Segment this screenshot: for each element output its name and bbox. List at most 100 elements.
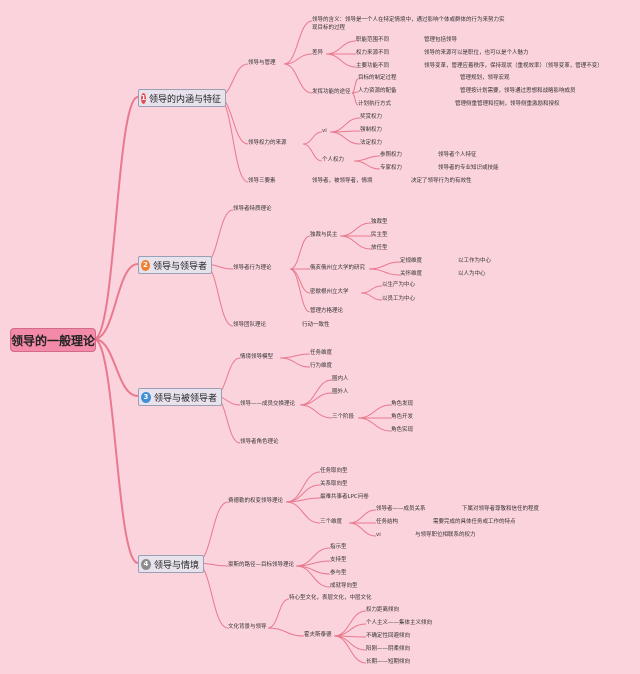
node-47[interactable]: 情境领导模型 bbox=[240, 354, 274, 360]
node-29[interactable]: 决定了领导行为的有效性 bbox=[411, 178, 472, 184]
node-36[interactable]: 俄亥俄州立大学的研究 bbox=[310, 265, 366, 271]
node-7[interactable]: 领导的来源可以是职位，也可以是个人魅力 bbox=[424, 50, 529, 56]
node-60[interactable]: 关系取向型 bbox=[320, 481, 348, 487]
node-81[interactable]: 长期——短期倾向 bbox=[366, 659, 411, 665]
connector bbox=[267, 627, 305, 637]
node-51[interactable]: 圈内人 bbox=[332, 376, 349, 382]
node-46[interactable]: 行动一致性 bbox=[302, 322, 330, 328]
node-18[interactable]: vi bbox=[322, 128, 327, 134]
node-67[interactable]: vi bbox=[376, 532, 381, 538]
node-35[interactable]: 放任型 bbox=[371, 245, 388, 251]
node-28[interactable]: 领导者，被领导者，情境 bbox=[312, 178, 373, 184]
node-48[interactable]: 任务维度 bbox=[310, 350, 333, 356]
connector bbox=[348, 522, 377, 537]
connector bbox=[351, 92, 359, 106]
node-75[interactable]: 特心型文化，表层文化，中层文化 bbox=[289, 595, 372, 601]
node-71[interactable]: 支持型 bbox=[330, 557, 347, 563]
connector bbox=[353, 160, 381, 170]
node-32[interactable]: 独裁与民主 bbox=[310, 232, 338, 238]
connector bbox=[289, 268, 311, 313]
node-80[interactable]: 阳刚——阴柔倾向 bbox=[366, 646, 411, 652]
node-62[interactable]: 三个维度 bbox=[320, 519, 343, 525]
node-52[interactable]: 圈外人 bbox=[332, 389, 349, 395]
node-3[interactable]: 差异 bbox=[312, 50, 324, 56]
node-10[interactable]: 发挥功能的途径 bbox=[312, 89, 351, 95]
node-4[interactable]: 职能范围不同 bbox=[356, 37, 390, 43]
node-23[interactable]: 参照权力 bbox=[380, 152, 403, 158]
connector bbox=[368, 261, 401, 270]
node-55[interactable]: 角色开发 bbox=[391, 414, 414, 420]
node-13[interactable]: 人力资源的配备 bbox=[358, 88, 397, 94]
node-42[interactable]: 以生产为中心 bbox=[382, 282, 416, 288]
connector bbox=[267, 598, 290, 629]
node-50[interactable]: 领导——成员交换理论 bbox=[240, 401, 296, 407]
node-72[interactable]: 参与型 bbox=[330, 570, 347, 576]
node-68[interactable]: 与领导职位相联系的权力 bbox=[415, 532, 476, 538]
node-5[interactable]: 管理包括领导 bbox=[424, 37, 458, 43]
node-27[interactable]: 领导三要素 bbox=[248, 178, 276, 184]
node-11[interactable]: 目标的制定过程 bbox=[358, 75, 397, 81]
node-44[interactable]: 管理方格理论 bbox=[310, 308, 344, 314]
node-76[interactable]: 霍夫斯泰德 bbox=[304, 632, 332, 638]
node-79[interactable]: 不确定性回避倾向 bbox=[366, 633, 411, 639]
node-69[interactable]: 豪斯的路径—目标领导理论 bbox=[228, 562, 295, 568]
node-14[interactable]: 管理按计划需要，领导通过思想和战略影响成员 bbox=[460, 88, 576, 94]
node-57[interactable]: 领导者角色理论 bbox=[240, 439, 279, 445]
node-17[interactable]: 领导权力的来源 bbox=[248, 140, 287, 146]
root-node[interactable]: 领导的一般理论 bbox=[10, 328, 96, 352]
node-31[interactable]: 领导者行为理论 bbox=[233, 265, 272, 271]
node-64[interactable]: 下属对领导者尊敬和信任的程度 bbox=[462, 506, 540, 512]
node-25[interactable]: 专家权力 bbox=[380, 165, 403, 171]
node-26[interactable]: 领导者的专业知识或技能 bbox=[438, 165, 499, 171]
node-78[interactable]: 个人主义——集体主义倾向 bbox=[366, 620, 433, 626]
node-70[interactable]: 指示型 bbox=[330, 544, 347, 550]
node-77[interactable]: 权力距离倾向 bbox=[366, 607, 400, 613]
node-30[interactable]: 领导者特质理论 bbox=[233, 206, 272, 212]
node-12[interactable]: 管理规划，领导宏观 bbox=[460, 75, 510, 81]
connector bbox=[302, 131, 323, 145]
node-38[interactable]: 以工作为中心 bbox=[458, 258, 492, 264]
topic-number-badge: 4 bbox=[141, 558, 151, 570]
node-65[interactable]: 任务结构 bbox=[376, 519, 399, 525]
node-39[interactable]: 关怀维度 bbox=[400, 271, 423, 277]
node-43[interactable]: 以员工为中心 bbox=[382, 296, 416, 302]
connector bbox=[333, 635, 367, 651]
topic-number-badge: 3 bbox=[141, 391, 151, 403]
node-9[interactable]: 领导变革，管理应着秩序，保持现状（重视效率）（领导变革，管理不变） bbox=[424, 63, 603, 69]
node-53[interactable]: 三个阶段 bbox=[332, 414, 355, 420]
node-66[interactable]: 需要完成的具体任务或工作的特点 bbox=[433, 519, 516, 525]
topic-label: 领导的内涵与特征 bbox=[148, 94, 221, 105]
node-22[interactable]: 个人权力 bbox=[322, 157, 345, 163]
node-63[interactable]: 领导者——成员关系 bbox=[376, 506, 426, 512]
node-40[interactable]: 以人为中心 bbox=[458, 271, 486, 277]
node-6[interactable]: 权力来源不同 bbox=[356, 50, 390, 56]
node-19[interactable]: 奖赏权力 bbox=[360, 114, 383, 120]
node-59[interactable]: 任务取向型 bbox=[320, 468, 348, 474]
node-61[interactable]: 最难共事者LPC问卷 bbox=[320, 494, 369, 500]
node-2[interactable]: 现目标的过程 bbox=[312, 25, 346, 31]
node-0[interactable]: 领导与管理 bbox=[248, 60, 276, 66]
node-45[interactable]: 领导团队理论 bbox=[233, 322, 267, 328]
node-1[interactable]: 领导的含义：领导是一个人在特定情境中，通过影响个体或群体的行为来努力实 bbox=[312, 17, 505, 23]
node-33[interactable]: 独裁型 bbox=[371, 219, 388, 225]
node-34[interactable]: 民主型 bbox=[371, 232, 388, 238]
node-54[interactable]: 角色发现 bbox=[391, 401, 414, 407]
node-20[interactable]: 强制权力 bbox=[360, 127, 383, 133]
node-24[interactable]: 领导者个人特征 bbox=[438, 152, 477, 158]
node-16[interactable]: 管理侧重管理和控制，领导侧重激励和授权 bbox=[455, 101, 560, 107]
node-73[interactable]: 成就导向型 bbox=[330, 583, 358, 589]
node-74[interactable]: 文化背景与领导 bbox=[228, 624, 267, 630]
node-49[interactable]: 行为维度 bbox=[310, 363, 333, 369]
node-21[interactable]: 法定权力 bbox=[360, 140, 383, 146]
node-37[interactable]: 定规维度 bbox=[400, 258, 423, 264]
node-56[interactable]: 角色实现 bbox=[391, 427, 414, 433]
node-41[interactable]: 密歇根州立大学 bbox=[310, 289, 349, 295]
node-8[interactable]: 主要功能不同 bbox=[356, 63, 390, 69]
connector bbox=[283, 63, 313, 94]
node-15[interactable]: 计划执行方式 bbox=[358, 101, 392, 107]
node-58[interactable]: 费德勒的权变领导理论 bbox=[228, 498, 284, 504]
